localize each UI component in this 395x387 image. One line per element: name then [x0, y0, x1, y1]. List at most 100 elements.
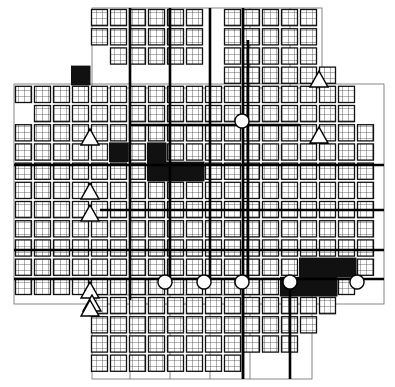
hatched-block [358, 182, 374, 198]
hatched-block [54, 202, 70, 218]
hatched-block [187, 259, 203, 275]
hatched-block [225, 221, 241, 237]
solid-block [109, 142, 129, 162]
hatched-block [225, 29, 241, 45]
hatched-block [111, 298, 127, 314]
hatched-block [92, 106, 108, 122]
hatched-block [225, 144, 241, 160]
hatched-block [130, 10, 146, 26]
hatched-block [206, 125, 222, 141]
hatched-block [358, 125, 374, 141]
hatched-block [111, 278, 127, 294]
hatched-block [54, 240, 70, 256]
hatched-block [187, 336, 203, 352]
hatched-block [244, 317, 260, 333]
hatched-block [206, 144, 222, 160]
hatched-block [225, 355, 241, 371]
hatched-block [301, 48, 317, 64]
hatched-block [111, 29, 127, 45]
hatched-block [149, 259, 165, 275]
hatched-block [225, 86, 241, 102]
hatched-block [54, 278, 70, 294]
hatched-block [130, 317, 146, 333]
hatched-block [130, 125, 146, 141]
hatched-block [54, 259, 70, 275]
hatched-block [282, 240, 298, 256]
hatched-block [54, 144, 70, 160]
hatched-block [149, 10, 165, 26]
hatched-block [35, 125, 51, 141]
hatched-block [206, 221, 222, 237]
hatched-block [111, 317, 127, 333]
hatched-block [111, 182, 127, 198]
hatched-block [282, 182, 298, 198]
hatched-block [73, 86, 89, 102]
hatched-block [35, 221, 51, 237]
hatched-block [244, 67, 260, 83]
hatched-block [339, 144, 355, 160]
hatched-block [206, 182, 222, 198]
hatched-block [301, 240, 317, 256]
hatched-block [54, 106, 70, 122]
hatched-block [282, 86, 298, 102]
hatched-block [111, 106, 127, 122]
hatched-block [301, 144, 317, 160]
hatched-block [244, 259, 260, 275]
hatched-block [168, 336, 184, 352]
hatched-block [244, 221, 260, 237]
hatched-block [225, 298, 241, 314]
hatched-block [263, 86, 279, 102]
hatched-block [149, 317, 165, 333]
hatched-block [16, 278, 32, 294]
hatched-block [130, 106, 146, 122]
hatched-block [263, 48, 279, 64]
hatched-block [92, 336, 108, 352]
hatched-block [263, 336, 279, 352]
hatched-block [339, 106, 355, 122]
hatched-block [244, 298, 260, 314]
hatched-block [187, 106, 203, 122]
hatched-block [16, 240, 32, 256]
hatched-block [320, 106, 336, 122]
hatched-block [282, 67, 298, 83]
hatched-block [187, 144, 203, 160]
hatched-block [206, 317, 222, 333]
hatched-block [73, 259, 89, 275]
hatched-block [35, 86, 51, 102]
hatched-block [187, 48, 203, 64]
hatched-block [301, 298, 317, 314]
hatched-block [130, 240, 146, 256]
hatched-block [244, 144, 260, 160]
hatched-block [92, 221, 108, 237]
hatched-block [301, 10, 317, 26]
hatched-block [130, 278, 146, 294]
hatched-block [149, 298, 165, 314]
hatched-block [168, 317, 184, 333]
hatched-block [54, 221, 70, 237]
hatched-block [187, 240, 203, 256]
hatched-block [244, 182, 260, 198]
hatched-block [130, 355, 146, 371]
hatched-block [149, 182, 165, 198]
hatched-block [35, 259, 51, 275]
hatched-block [320, 298, 336, 314]
circle-marker [235, 275, 249, 289]
hatched-block [244, 336, 260, 352]
hatched-block [149, 336, 165, 352]
hatched-block [225, 67, 241, 83]
hatched-block [187, 298, 203, 314]
hatched-block [187, 86, 203, 102]
hatched-block [206, 106, 222, 122]
hatched-block [320, 182, 336, 198]
hatched-block [111, 336, 127, 352]
hatched-block [130, 86, 146, 102]
hatched-block [263, 67, 279, 83]
hatched-block [263, 317, 279, 333]
hatched-block [92, 29, 108, 45]
hatched-block [282, 10, 298, 26]
hatched-block [244, 10, 260, 26]
hatched-block [54, 86, 70, 102]
circle-marker [158, 275, 172, 289]
hatched-block [206, 259, 222, 275]
